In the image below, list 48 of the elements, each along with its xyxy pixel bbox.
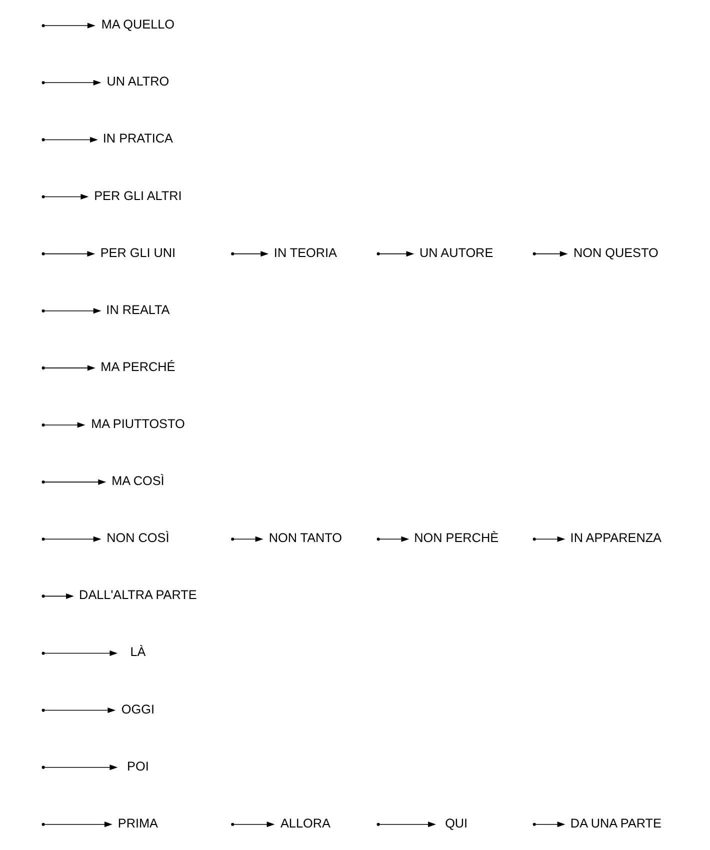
node-text: POI xyxy=(127,759,149,774)
arrow xyxy=(379,822,436,828)
arrow xyxy=(233,251,269,257)
arrow xyxy=(44,536,102,542)
arrow xyxy=(44,822,112,828)
arrow xyxy=(44,22,96,28)
node-text: ALLORA xyxy=(280,816,330,830)
arrow xyxy=(535,251,568,257)
node-text: PER GLI UNI xyxy=(100,246,176,260)
arrow xyxy=(44,479,106,485)
node-text: MA QUELLO xyxy=(101,18,175,32)
node-text: NON COSÌ xyxy=(106,531,170,546)
arrow xyxy=(44,650,118,656)
node-text: MA PERCHÉ xyxy=(100,360,176,374)
arrow xyxy=(44,593,74,599)
node-text: NON PERCHÈ xyxy=(414,531,499,546)
node-text: DA UNA PARTE xyxy=(570,816,662,830)
node-text: IN REALTA xyxy=(106,302,170,317)
node-text: NON TANTO xyxy=(268,531,342,546)
arrow xyxy=(44,80,102,86)
node-text: IN PRATICA xyxy=(102,132,174,146)
arrow xyxy=(44,365,96,371)
arrow xyxy=(44,194,89,200)
arrow xyxy=(44,708,116,714)
arrow xyxy=(44,764,118,770)
node-text: UN AUTORE xyxy=(420,246,494,260)
node-text: QUI xyxy=(445,816,468,830)
arrow xyxy=(535,536,566,542)
node-text: OGGI xyxy=(121,702,154,716)
node-text: DALL'ALTRA PARTE xyxy=(79,588,197,602)
node-text: PRIMA xyxy=(118,816,158,830)
node-text: IN TEORIA xyxy=(274,246,338,260)
arrow xyxy=(44,422,86,428)
node-text: NON QUESTO xyxy=(573,246,658,260)
node-text: IN APPARENZA xyxy=(570,531,662,546)
arrow xyxy=(379,251,414,257)
arrow xyxy=(535,822,566,828)
node-text: MA COSÌ xyxy=(112,474,164,488)
node-text: UN ALTRO xyxy=(106,74,170,89)
arrow xyxy=(233,822,275,828)
arrow xyxy=(44,251,96,257)
node-text: MA PIUTTOSTO xyxy=(91,417,185,432)
arrow xyxy=(379,536,410,542)
node-text: PER GLI ALTRI xyxy=(94,188,182,203)
arrow xyxy=(233,536,264,542)
arrow xyxy=(44,308,102,314)
node-text: LÀ xyxy=(130,645,146,660)
arrow xyxy=(44,136,98,142)
